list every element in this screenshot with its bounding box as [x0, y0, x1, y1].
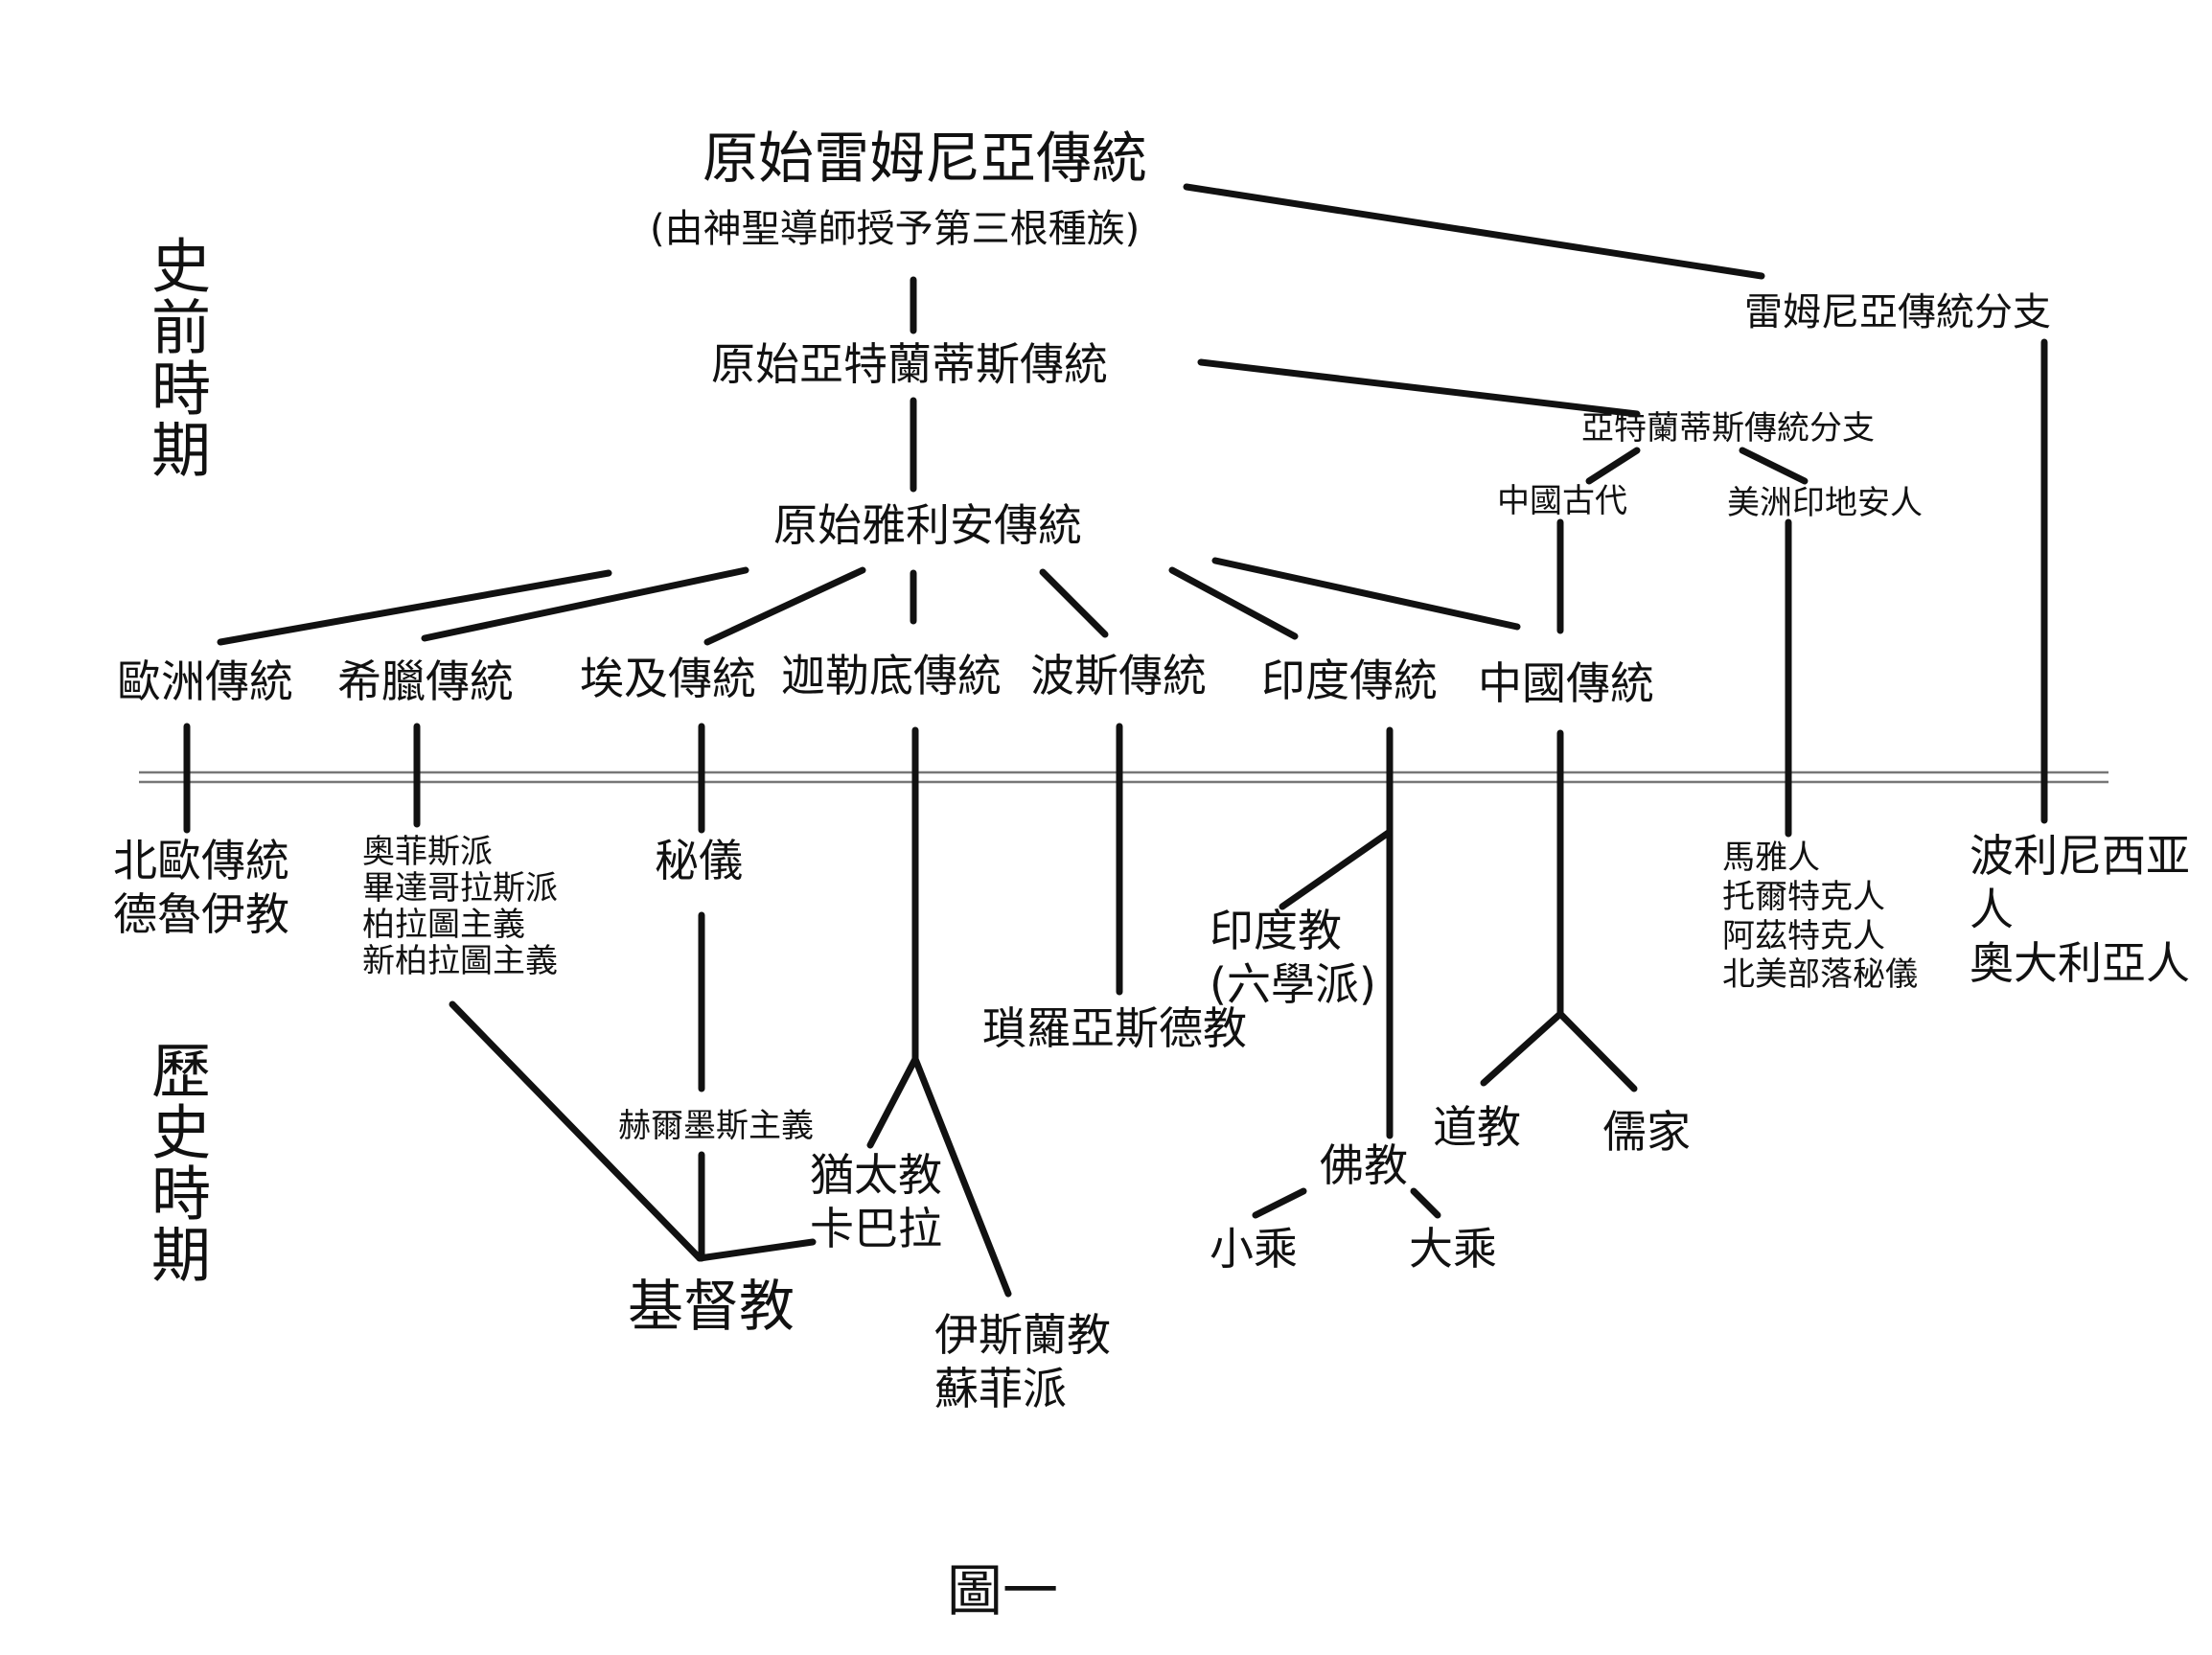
connector-schools-christianity — [449, 1000, 703, 1262]
connector-lemuria-branch — [1183, 183, 1765, 280]
connector-china-confucianism — [1556, 1010, 1638, 1092]
node-lemuria-subtitle: (由神聖導師授予第三根種族) — [650, 207, 1141, 251]
node-christianity: 基督教 — [628, 1274, 795, 1339]
node-egypt: 埃及傳統 — [580, 653, 756, 704]
node-lemuria: 原始雷姆尼亞傳統 — [703, 126, 1148, 191]
node-mesoamerica: 馬雅人 托爾特克人 阿茲特克人 北美部落秘儀 — [1722, 839, 1918, 995]
connector-atlantis-branch — [1197, 358, 1641, 418]
connector-chaldea-judaism — [866, 1055, 919, 1149]
figure-caption: 圖一 — [947, 1558, 1059, 1623]
node-greece: 希臘傳統 — [337, 655, 514, 707]
connector-india-hinduism — [1279, 828, 1394, 910]
node-aryan: 原始雅利安傳統 — [773, 499, 1082, 551]
connector-aryan-egypt — [703, 566, 866, 646]
node-atlantis-branch: 亞特蘭蒂斯傳統分支 — [1581, 409, 1875, 448]
period-label-historic: 歷史時期 — [141, 1040, 211, 1285]
node-china: 中國傳統 — [1478, 657, 1654, 709]
node-zoroastrianism: 瑣羅亞斯德教 — [982, 1002, 1247, 1054]
node-persia: 波斯傳統 — [1030, 650, 1207, 701]
node-judaism: 猶太教 卡巴拉 — [810, 1149, 942, 1255]
connector-judaism-christianity — [696, 1238, 817, 1262]
connector-branch-american-indian — [1739, 447, 1809, 485]
node-europe: 歐洲傳統 — [117, 655, 293, 707]
node-polynesia: 波利尼西亚人 奧大利亞人 — [1970, 830, 2190, 990]
node-confucianism: 儒家 — [1602, 1106, 1691, 1158]
node-hermeticism: 赫爾墨斯主義 — [618, 1107, 814, 1145]
connector-buddhism-hinayana — [1252, 1187, 1307, 1219]
connector-aryan-persia — [1039, 568, 1109, 638]
connector-aryan-greece — [421, 566, 749, 642]
node-american-indian: 美洲印地安人 — [1727, 484, 1923, 522]
node-atlantis: 原始亞特蘭蒂斯傳統 — [711, 338, 1108, 390]
node-mahayana: 大乘 — [1409, 1223, 1497, 1275]
connector-aryan-india — [1168, 566, 1299, 640]
node-greek-schools: 奧菲斯派 畢達哥拉斯派 柏拉圖主義 新柏拉圖主義 — [362, 833, 558, 981]
node-buddhism: 佛教 — [1320, 1139, 1408, 1191]
node-mysteries: 秘儀 — [655, 835, 743, 886]
connector-buddhism-mahayana — [1410, 1187, 1441, 1219]
node-ancient-china: 中國古代 — [1497, 482, 1627, 520]
connector-aryan-china — [1211, 557, 1521, 631]
connector-chaldea-islam — [911, 1055, 1012, 1298]
node-india: 印度傳統 — [1261, 655, 1438, 706]
node-hinayana: 小乘 — [1210, 1223, 1298, 1275]
node-islam: 伊斯蘭教 蘇菲派 — [934, 1309, 1111, 1415]
connector-china-taoism — [1480, 1010, 1564, 1087]
node-taoism: 道教 — [1433, 1101, 1521, 1153]
node-hinduism: 印度教 (六學派) — [1210, 905, 1376, 1011]
node-nordic: 北歐傳統 德魯伊教 — [113, 835, 289, 941]
connector-branch-ancient-china — [1585, 447, 1641, 485]
period-label-prehistoric: 史前時期 — [141, 235, 211, 480]
connector-aryan-europe — [217, 569, 612, 646]
node-chaldea: 迦勒底傳統 — [781, 650, 1002, 701]
node-lemuria-branch: 雷姆尼亞傳統分支 — [1744, 290, 2051, 334]
